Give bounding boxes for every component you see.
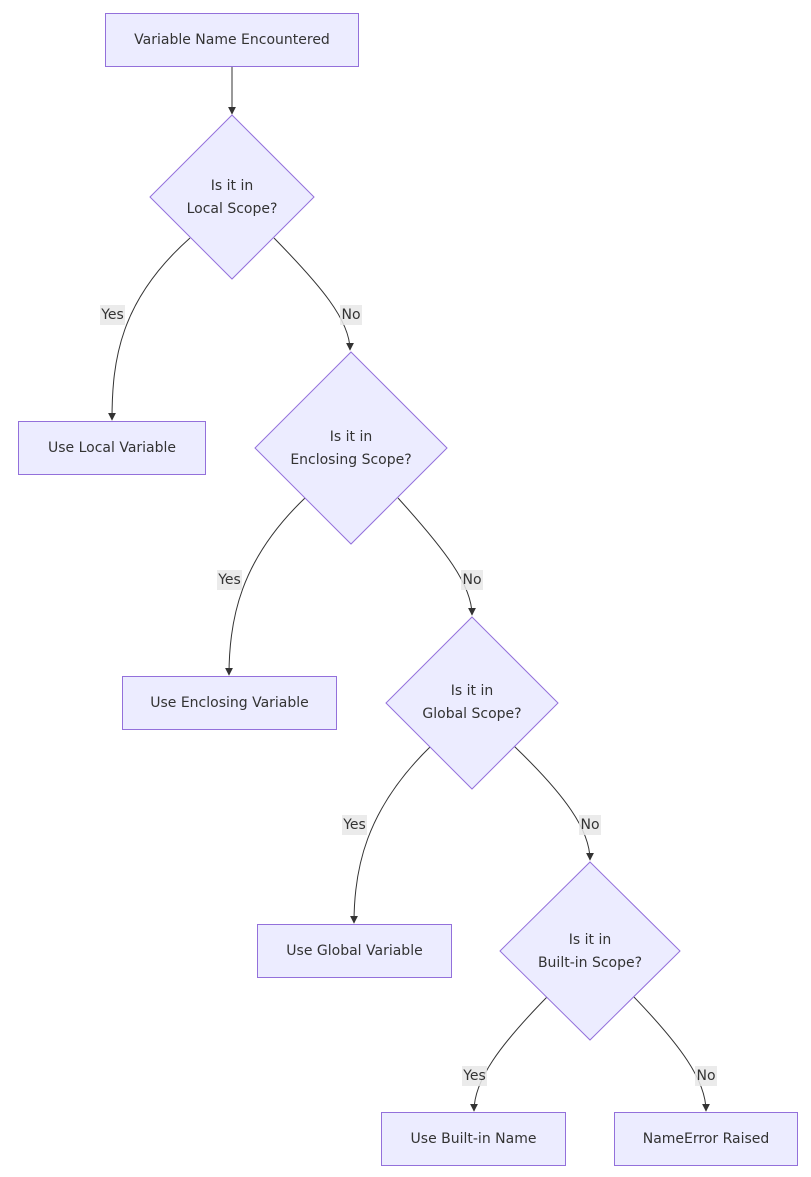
node-use-builtin-name: Use Built-in Name [381, 1112, 566, 1166]
edge-label-global-yes: Yes [342, 815, 367, 835]
node-local-scope-check: Is it in Local Scope? [149, 114, 315, 280]
decision-diamond [385, 616, 559, 790]
node-label-line-1: Is it in [569, 932, 611, 948]
edge-global-yes [350, 745, 432, 924]
edge-label-bg [695, 1066, 717, 1086]
decision-diamond [149, 114, 315, 280]
node-label-line-2: Local Scope? [187, 201, 278, 217]
edge-local-no [273, 237, 354, 351]
process-box [122, 676, 337, 730]
edge-label-text: No [580, 817, 599, 833]
process-box [18, 421, 206, 475]
edge-local-yes [108, 237, 191, 421]
node-use-enclosing-variable: Use Enclosing Variable [122, 676, 337, 730]
node-builtin-scope-check: Is it in Built-in Scope? [499, 861, 681, 1041]
edge-label-builtin-yes: Yes [462, 1066, 487, 1086]
node-label-line-1: Is it in [211, 178, 253, 194]
process-box [257, 924, 452, 978]
edge-label-bg [461, 570, 483, 590]
edge-label-bg [100, 305, 125, 325]
nodes: Variable Name Encountered Is it in Local… [18, 13, 798, 1166]
process-box [381, 1112, 566, 1166]
edge-label-text: Yes [462, 1068, 486, 1084]
edge-label-local-yes: Yes [100, 305, 125, 325]
node-label-line-1: Is it in [330, 429, 372, 445]
node-label-line-2: Global Scope? [422, 706, 521, 722]
node-label: NameError Raised [643, 1131, 770, 1147]
edge-label-enclosing-no: No [461, 570, 483, 590]
edges [108, 66, 710, 1112]
node-use-local-variable: Use Local Variable [18, 421, 206, 475]
node-variable-name-encountered: Variable Name Encountered [105, 13, 359, 67]
edge-label-text: No [341, 307, 360, 323]
node-label: Use Built-in Name [411, 1131, 537, 1147]
decision-diamond [499, 861, 681, 1041]
edge-label-bg [342, 815, 367, 835]
edge-builtin-no [633, 996, 710, 1112]
node-label: Use Enclosing Variable [150, 695, 309, 711]
node-use-global-variable: Use Global Variable [257, 924, 452, 978]
edge-label-text: Yes [100, 307, 124, 323]
node-global-scope-check: Is it in Global Scope? [385, 616, 559, 790]
edge-label-bg [217, 570, 242, 590]
edge-label-text: Yes [217, 572, 241, 588]
edge-builtin-yes [470, 996, 548, 1112]
node-label: Use Global Variable [286, 943, 422, 959]
edge-label-text: No [696, 1068, 715, 1084]
edge-label-bg [462, 1066, 487, 1086]
process-box [105, 13, 359, 67]
node-label: Use Local Variable [48, 440, 176, 456]
node-nameerror-raised: NameError Raised [614, 1112, 798, 1166]
edge-global-no [513, 745, 594, 861]
node-label: Variable Name Encountered [134, 32, 330, 48]
node-enclosing-scope-check: Is it in Enclosing Scope? [254, 351, 448, 545]
process-box [614, 1112, 798, 1166]
node-label-line-2: Enclosing Scope? [290, 452, 411, 468]
edge-label-text: Yes [342, 817, 366, 833]
edge-label-local-no: No [340, 305, 362, 325]
edge-label-enclosing-yes: Yes [217, 570, 242, 590]
node-label-line-1: Is it in [451, 683, 493, 699]
edge-label-bg [579, 815, 601, 835]
edge-enclosing-no [397, 497, 476, 616]
edge-label-builtin-no: No [695, 1066, 717, 1086]
edge-label-global-no: No [579, 815, 601, 835]
edge-label-text: No [462, 572, 481, 588]
node-label-line-2: Built-in Scope? [538, 955, 642, 971]
edge-label-bg [340, 305, 362, 325]
edge-enclosing-yes [225, 497, 306, 676]
decision-diamond [254, 351, 448, 545]
edge-labels: Yes No Yes No Yes No Yes No [100, 305, 717, 1086]
